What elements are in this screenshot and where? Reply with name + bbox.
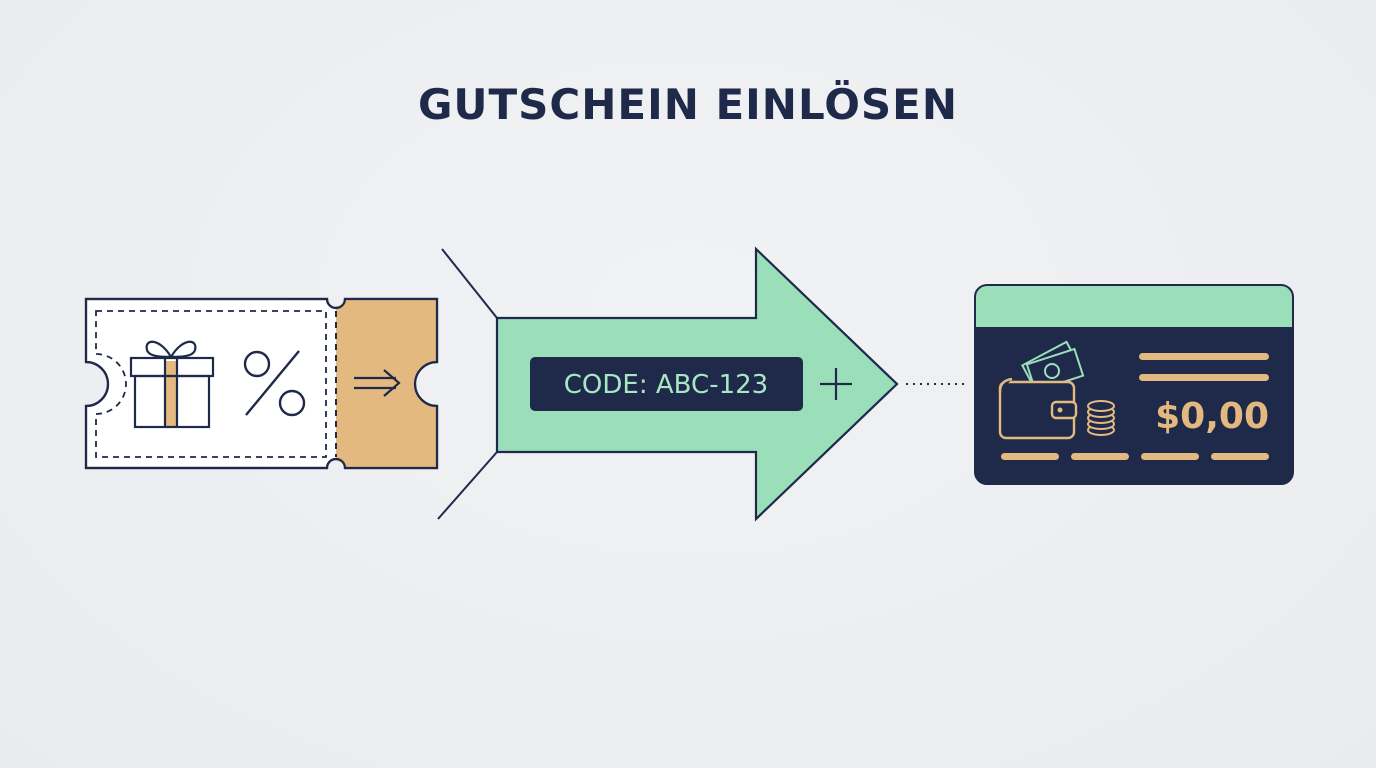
code-badge: CODE: ABC-123 — [530, 357, 803, 411]
page-title: GUTSCHEIN EINLÖSEN — [417, 80, 959, 129]
coin-stack-icon — [1087, 400, 1115, 436]
balance-amount: $0,00 — [1155, 396, 1269, 437]
arrow-right-icon — [354, 369, 401, 397]
card-number-segment — [1071, 453, 1129, 460]
plus-icon — [820, 368, 852, 400]
card-number-segment — [1141, 453, 1199, 460]
redeem-arrow: CODE: ABC-123 — [437, 246, 899, 522]
voucher-inner-border — [95, 310, 327, 458]
arrow-accent-line-bottom — [437, 451, 498, 520]
wallet-icon — [998, 377, 1078, 440]
code-label: CODE: ABC-123 — [564, 370, 768, 400]
banknote-icon — [1021, 340, 1085, 393]
balance-card: $0,00 — [974, 284, 1294, 485]
voucher-stub — [336, 299, 437, 468]
voucher-ticket — [84, 297, 439, 470]
card-number-segment — [1001, 453, 1059, 460]
arrow-accent-line-top — [441, 248, 498, 319]
gift-icon — [129, 340, 215, 429]
card-header-band — [975, 285, 1293, 327]
card-number-segment — [1211, 453, 1269, 460]
percent-icon — [243, 350, 306, 417]
card-info-line-2 — [1139, 374, 1269, 381]
card-info-line-1 — [1139, 353, 1269, 360]
